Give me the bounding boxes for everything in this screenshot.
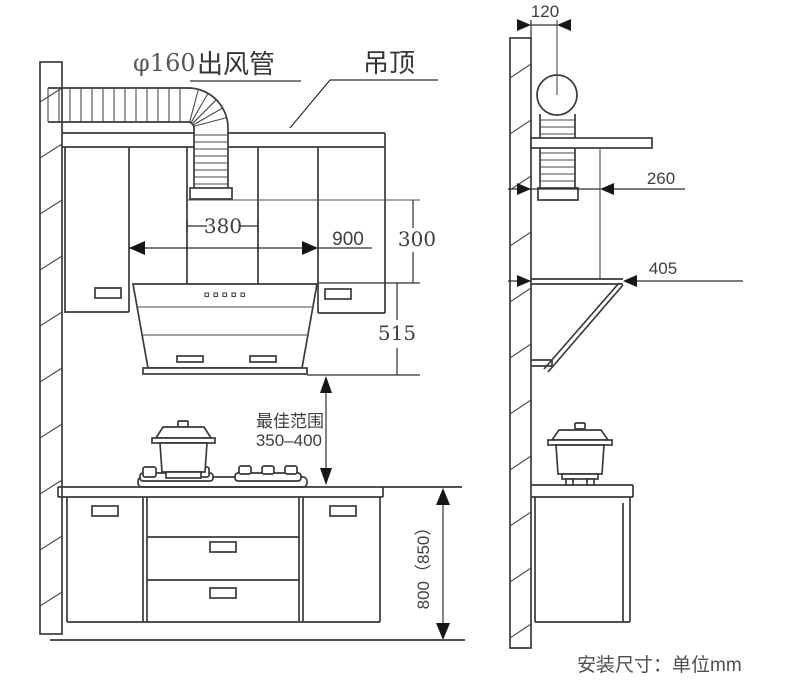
dim-counter-height: 800（850） xyxy=(414,488,450,640)
wall-side xyxy=(509,37,532,649)
shelf-board-side xyxy=(530,137,653,149)
dim-wall-to-mount: 260 xyxy=(508,169,685,195)
duct-corrugation-vertical xyxy=(194,134,228,185)
dim-300-label: 300 xyxy=(398,227,436,251)
hood-control-buttons xyxy=(204,292,246,298)
dim-900-label: 900 xyxy=(332,229,364,250)
ceiling-label: 吊顶 xyxy=(363,48,415,78)
wall-hatch-side xyxy=(509,63,532,639)
upper-cabinets xyxy=(64,147,420,314)
dim-515-label: 515 xyxy=(378,321,416,345)
range-hood-side xyxy=(531,278,624,373)
base-cabinet-side xyxy=(531,484,634,623)
hood-vent-left xyxy=(176,355,204,363)
duct-diameter-label: φ160 xyxy=(133,49,196,77)
dim-optimal-range: 最佳范围 350–400 xyxy=(256,376,332,485)
pot-side xyxy=(547,422,613,486)
door-handle-right xyxy=(329,505,357,517)
cabinet-handle-left xyxy=(94,287,122,299)
drawer-handle-1 xyxy=(209,541,237,553)
wall-front xyxy=(39,61,63,635)
dim-380-label: 380 xyxy=(204,214,242,238)
dim-800-850-label: 800（850） xyxy=(414,519,433,610)
hood-vent-right xyxy=(249,355,277,363)
duct-elbow-fan xyxy=(189,89,227,127)
wall-hatch-front xyxy=(39,87,63,607)
dim-hood-width: 900 xyxy=(129,229,372,255)
range-hood-front xyxy=(131,283,319,375)
duct-collar-side xyxy=(537,187,579,201)
base-cabinet-front xyxy=(50,486,465,641)
optimal-range-value: 350–400 xyxy=(256,431,322,450)
side-view: 120 260 405 xyxy=(508,2,743,649)
dim-duct-center-offset: 120 xyxy=(517,2,571,38)
duct-collar-front xyxy=(189,187,233,200)
labels-top: φ160 出风管 吊顶 xyxy=(133,48,438,129)
dim-upper-section-height: 300 xyxy=(318,200,436,284)
dim-260-label: 260 xyxy=(647,169,675,188)
outlet-duct-label: 出风管 xyxy=(197,49,275,79)
pot-front xyxy=(151,420,216,479)
duct-corrugation-horizontal xyxy=(47,88,181,122)
dim-hood-height: 515 xyxy=(307,283,420,376)
dim-duct-housing-width: 380 xyxy=(186,214,259,238)
unit-note: 安装尺寸：单位mm xyxy=(577,654,742,676)
dim-wall-to-front: 405 xyxy=(508,259,743,287)
burner-right xyxy=(234,465,302,482)
dimensions-front: 380 900 300 515 最佳范围 350–400 xyxy=(129,200,450,640)
optimal-range-title: 最佳范围 xyxy=(256,412,324,431)
dim-405-label: 405 xyxy=(649,259,677,278)
hood-bracket xyxy=(531,359,553,367)
cooktop-and-pot-front xyxy=(137,420,308,488)
front-view: 380 900 300 515 最佳范围 350–400 xyxy=(39,48,465,641)
ceiling-board xyxy=(62,132,386,148)
cabinet-handle-right xyxy=(324,288,352,300)
hood-slanted-panel xyxy=(543,282,624,373)
dim-120-label: 120 xyxy=(531,2,559,21)
door-handle-left xyxy=(91,505,119,517)
hood-bottom-lip xyxy=(142,367,308,375)
ceiling-leader xyxy=(289,79,438,129)
exhaust-duct-side xyxy=(530,20,653,279)
exhaust-duct-front xyxy=(47,87,233,200)
drawer-handle-2 xyxy=(209,587,237,599)
